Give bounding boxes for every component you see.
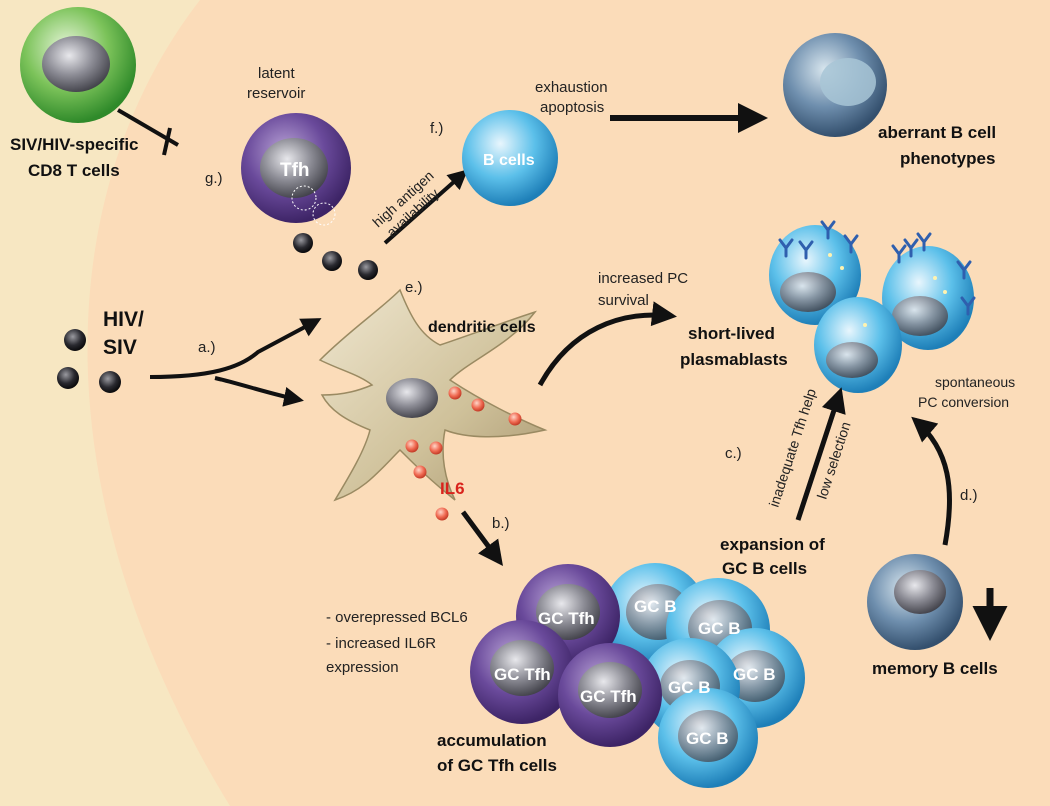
gc-tfh-label-1: GC Tfh — [538, 609, 595, 628]
plasmablasts-label-line2: plasmablasts — [680, 350, 788, 369]
il6-label: IL6 — [440, 479, 465, 498]
arrow-hiv-to-tfh — [149, 318, 322, 379]
gc-b-label-1: GC B — [634, 597, 677, 616]
aberrant-b-cell — [783, 33, 887, 137]
arrow-memory-to-pc — [911, 416, 952, 546]
exhaustion-label: exhaustion — [535, 79, 608, 96]
b-cells-label: B cells — [483, 152, 535, 169]
dendritic-cell — [318, 288, 548, 502]
b-cell — [462, 110, 558, 206]
arrow-dc-to-plasmablasts — [537, 301, 677, 387]
pc-survival-label-line2: survival — [598, 292, 649, 309]
tfh-label: Tfh — [280, 160, 310, 181]
memory-label: memory B cells — [872, 659, 998, 678]
plasmablasts-label-line1: short-lived — [688, 324, 775, 343]
inhibition-symbol — [116, 108, 180, 156]
cd8-label-line1: SIV/HIV-specific — [10, 135, 139, 154]
gc-b-label-4: GC B — [668, 678, 711, 697]
il6r-label-line2: expression — [326, 659, 399, 676]
spontaneous-label-line1: spontaneous — [935, 374, 1015, 390]
expansion-label-line2: GC B cells — [722, 559, 807, 578]
aberrant-label-line2: phenotypes — [900, 149, 995, 168]
apoptosis-label: apoptosis — [540, 99, 604, 116]
expansion-label-line1: expansion of — [720, 535, 825, 554]
gc-tfh-label-3: GC Tfh — [580, 687, 637, 706]
step-d-label: d.) — [960, 487, 978, 504]
bcl6-label: - overepressed BCL6 — [326, 609, 468, 626]
gc-tfh-label-2: GC Tfh — [494, 665, 551, 684]
latent-label-line1: latent — [258, 65, 296, 82]
arrow-antigen-to-bcells — [383, 169, 468, 245]
virions-cluster-top — [293, 233, 378, 280]
arrow-hiv-to-dc — [214, 376, 304, 407]
il6r-label-line1: - increased IL6R — [326, 635, 436, 652]
il6-particles — [405, 386, 522, 521]
memory-b-cell — [867, 554, 963, 650]
plasmablast-cluster — [769, 225, 974, 393]
dendritic-label: dendritic cells — [428, 319, 536, 336]
step-b-label: b.) — [492, 515, 510, 532]
step-c-label: c.) — [725, 445, 742, 462]
latent-label-line2: reservoir — [247, 85, 305, 102]
gc-b-label-2: GC B — [698, 619, 741, 638]
step-g-label: g.) — [205, 170, 223, 187]
step-e-label: e.) — [405, 279, 423, 296]
cd8-t-cell — [20, 7, 136, 123]
arrow-gcb-to-plasmablasts — [795, 387, 846, 521]
tfh-latent-cell — [241, 113, 351, 226]
accumulation-label-line1: accumulation — [437, 731, 547, 750]
aberrant-label-line1: aberrant B cell — [878, 123, 996, 142]
step-a-label: a.) — [198, 339, 216, 356]
hiv-label-line2: SIV — [103, 336, 137, 359]
gc-tfh-cell-cluster — [470, 564, 662, 747]
accumulation-label-line2: of GC Tfh cells — [437, 756, 557, 775]
hiv-label-line1: HIV/ — [103, 308, 144, 331]
pc-survival-label-line1: increased PC — [598, 270, 688, 287]
virions-cluster-left — [57, 329, 121, 393]
spontaneous-label-line2: PC conversion — [918, 394, 1009, 410]
cd8-label-line2: CD8 T cells — [28, 161, 120, 180]
arrow-il6-to-gc — [460, 510, 503, 567]
gc-b-cell-cluster — [603, 563, 805, 788]
step-f-label: f.) — [430, 120, 443, 137]
gc-b-label-5: GC B — [686, 729, 729, 748]
antibodies — [778, 220, 976, 316]
gc-b-label-3: GC B — [733, 665, 776, 684]
